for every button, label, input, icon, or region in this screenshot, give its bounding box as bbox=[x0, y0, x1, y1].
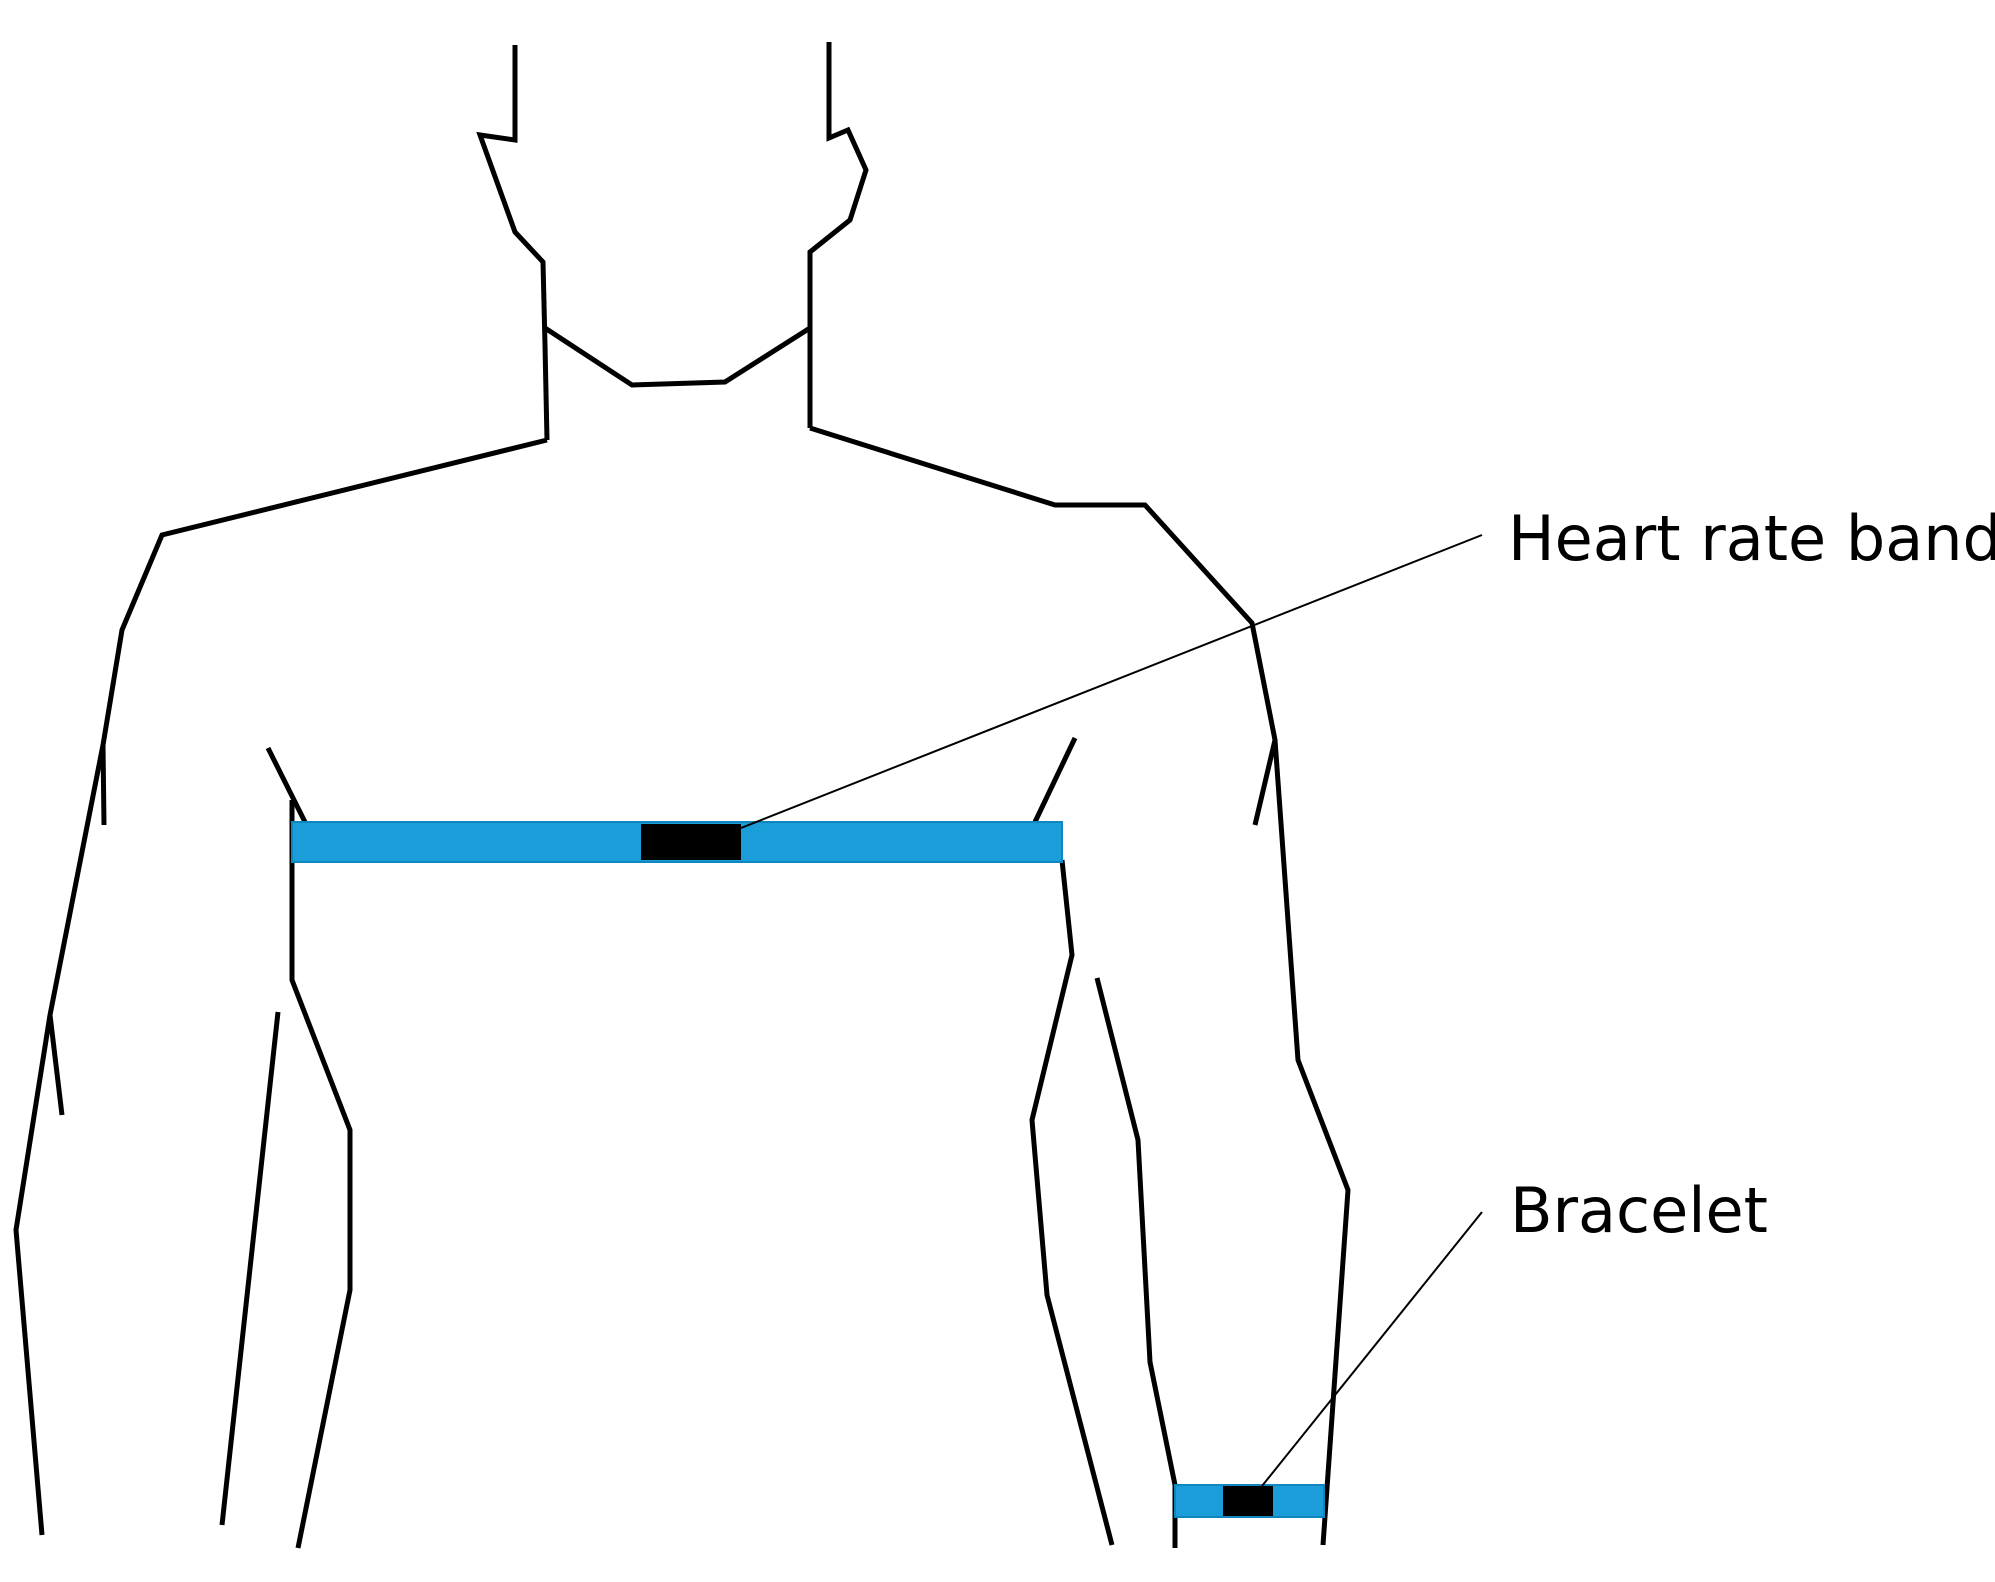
bracelet-sensor bbox=[1223, 1486, 1273, 1516]
head-right-outline bbox=[807, 42, 869, 428]
head-left-outline bbox=[476, 45, 550, 441]
heart-rate-band bbox=[291, 821, 1063, 863]
heart-rate-band-leader bbox=[740, 534, 1483, 829]
right-arm-accent bbox=[1252, 739, 1278, 826]
bracelet-leader bbox=[1261, 1211, 1483, 1487]
left-arm-accent-upper bbox=[100, 744, 107, 826]
heart-rate-sensor bbox=[641, 824, 741, 860]
left-underarm-stroke bbox=[265, 746, 308, 824]
heart-rate-band-label: Heart rate band bbox=[1508, 502, 1995, 575]
chin-outline bbox=[543, 325, 812, 388]
bracelet bbox=[1174, 1484, 1325, 1518]
right-inner-arm bbox=[1094, 977, 1178, 1548]
left-shoulder-outer-arm bbox=[13, 437, 548, 1536]
right-shoulder-outer-arm bbox=[809, 425, 1351, 1546]
body-outline bbox=[13, 42, 1351, 1549]
left-torso-side bbox=[289, 800, 353, 1549]
right-torso-side bbox=[1029, 859, 1115, 1546]
right-underarm-stroke bbox=[1032, 736, 1078, 824]
left-inner-arm bbox=[219, 1011, 281, 1526]
bracelet-label: Bracelet bbox=[1510, 1174, 1768, 1247]
left-arm-accent-lower bbox=[47, 1014, 65, 1116]
